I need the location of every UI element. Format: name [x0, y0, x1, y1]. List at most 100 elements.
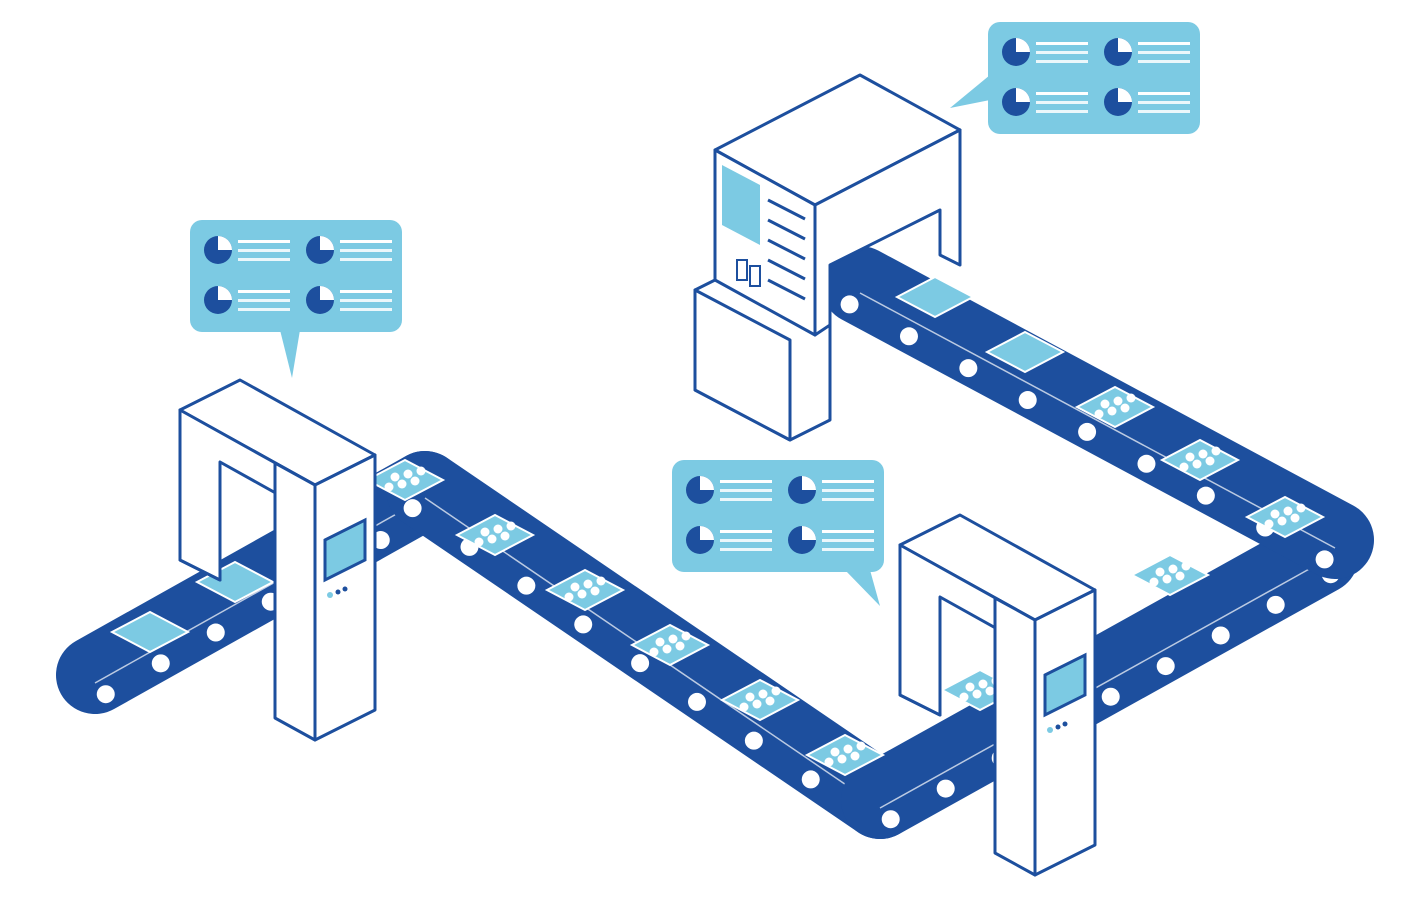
- belt-edge-line: [859, 292, 1336, 549]
- text-line: [822, 480, 874, 483]
- tray-item: [397, 479, 407, 489]
- tray-item: [745, 692, 755, 702]
- conveyor-belt: [841, 516, 1359, 839]
- tray-item: [1283, 506, 1293, 516]
- tray-item: [675, 641, 685, 651]
- text-line: [822, 548, 874, 551]
- belt-roller: [96, 685, 115, 704]
- tray-item: [681, 631, 691, 641]
- tray-item: [752, 699, 762, 709]
- text-line: [340, 258, 392, 261]
- product-tray: [1159, 438, 1241, 482]
- belt-roller: [1018, 391, 1037, 410]
- pie-slice: [1118, 88, 1132, 102]
- text-line: [1138, 101, 1190, 104]
- text-line: [822, 489, 874, 492]
- tray-item: [416, 466, 426, 476]
- belt-roller: [801, 770, 820, 789]
- tray-item: [1296, 503, 1306, 513]
- tray-item: [655, 637, 665, 647]
- pie-slice: [218, 286, 232, 300]
- text-line: [720, 530, 772, 533]
- tray-item: [649, 647, 659, 657]
- tray-shape: [109, 610, 191, 654]
- product-tray: [1244, 495, 1326, 539]
- tray-item: [403, 469, 413, 479]
- machine-base-front: [693, 288, 792, 442]
- tray-item: [596, 576, 606, 586]
- tray-item: [583, 579, 593, 589]
- tray-item: [493, 524, 503, 534]
- tray-item: [1149, 577, 1159, 587]
- gate-machine: [178, 378, 377, 742]
- tray-item: [978, 679, 988, 689]
- bubble-body: [190, 220, 402, 332]
- tray-item: [1094, 409, 1104, 419]
- tray-item: [1107, 406, 1117, 416]
- belt-roller: [631, 654, 650, 673]
- screen-icon: [1043, 652, 1087, 718]
- product-tray: [719, 678, 801, 722]
- gate-pillar-side: [313, 453, 377, 742]
- vent-line: [767, 218, 806, 241]
- product-tray: [894, 275, 976, 319]
- tray-item: [1198, 449, 1208, 459]
- tray-item: [577, 589, 587, 599]
- tray-item: [739, 702, 749, 712]
- bubble-tail: [845, 570, 880, 606]
- bubble-tail: [280, 330, 300, 378]
- belt-roller: [1078, 422, 1097, 441]
- belt-roller: [881, 810, 900, 829]
- tray-item: [1277, 516, 1287, 526]
- tray-item: [1168, 564, 1178, 574]
- text-line: [340, 299, 392, 302]
- tray-item: [1120, 403, 1130, 413]
- text-line: [238, 290, 290, 293]
- tray-item: [1179, 462, 1189, 472]
- tray-item: [662, 644, 672, 654]
- tray-item: [487, 534, 497, 544]
- tray-shape: [894, 275, 976, 319]
- pie-slice: [320, 236, 334, 250]
- belt-roller: [687, 692, 706, 711]
- tray-item: [1155, 567, 1165, 577]
- tray-item: [1185, 452, 1195, 462]
- text-line: [1036, 92, 1088, 95]
- vent-line: [767, 198, 806, 221]
- screen-icon: [722, 165, 760, 245]
- bubble-tail: [950, 75, 990, 108]
- product-tray: [544, 568, 626, 612]
- tray-item: [390, 472, 400, 482]
- text-line: [1138, 92, 1190, 95]
- text-line: [340, 249, 392, 252]
- tray-item: [500, 531, 510, 541]
- tray-item: [1264, 519, 1274, 529]
- text-line: [1138, 42, 1190, 45]
- belt-roller: [1137, 454, 1156, 473]
- tray-item: [564, 592, 574, 602]
- tray-item: [765, 696, 775, 706]
- tray-item: [972, 689, 982, 699]
- tray-item: [506, 521, 516, 531]
- pie-slice: [700, 526, 714, 540]
- text-line: [340, 240, 392, 243]
- text-line: [720, 498, 772, 501]
- button-icon: [736, 259, 748, 281]
- product-tray: [454, 513, 536, 557]
- product-tray: [984, 330, 1066, 374]
- gate-pillar-front: [993, 596, 1037, 877]
- product-tray: [1074, 385, 1156, 429]
- tray-item: [1100, 399, 1110, 409]
- belt-roller: [1266, 595, 1285, 614]
- text-line: [1036, 101, 1088, 104]
- belt-roller: [936, 779, 955, 798]
- text-line: [822, 498, 874, 501]
- tray-item: [570, 582, 580, 592]
- tray-item: [1205, 456, 1215, 466]
- tray-item: [824, 757, 834, 767]
- pie-slice: [1016, 88, 1030, 102]
- product-tray: [1129, 553, 1211, 597]
- tray-item: [1113, 396, 1123, 406]
- text-line: [720, 539, 772, 542]
- product-tray: [629, 623, 711, 667]
